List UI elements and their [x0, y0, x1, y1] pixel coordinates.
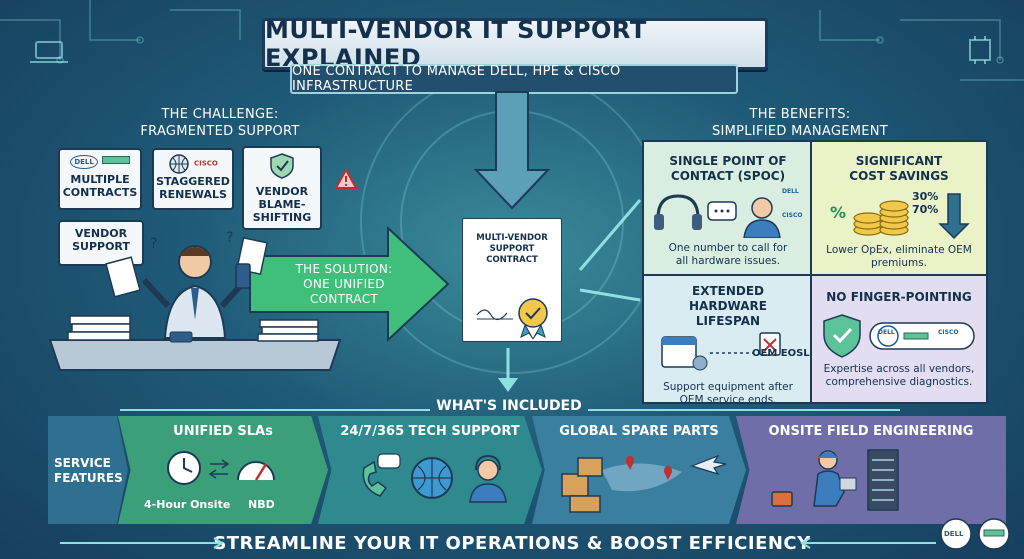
lifespan-eosl: OEM EOSL [752, 348, 810, 359]
savings-text: Lower OpEx, eliminate OEM premiums. [826, 244, 972, 269]
down-arrow [473, 91, 551, 210]
spoc-cisco-logo: CISCO [782, 212, 803, 219]
laptop-icon [30, 41, 68, 63]
lifespan-title: EXTENDED HARDWARE LIFESPAN [689, 284, 767, 328]
contract-document: MULTI-VENDOR SUPPORT CONTRACT [462, 218, 562, 342]
finger-dell-logo: DELL [878, 329, 895, 336]
footer-rule [60, 537, 936, 549]
solution-label-line2: ONE UNIFIED [303, 277, 385, 291]
savings-title: SIGNIFICANT COST SAVINGS [849, 154, 949, 183]
field-title: ONSITE FIELD ENGINEERING [768, 424, 974, 439]
corner-dell-logo: DELL [944, 530, 964, 538]
benefits-panel: SINGLE POINT OF CONTACT (SPOC) DELL CISC… [642, 140, 988, 410]
spoc-dell-logo: DELL [782, 188, 799, 195]
benefit-spoc: SINGLE POINT OF CONTACT (SPOC) DELL CISC… [642, 140, 814, 278]
svg-text:?: ? [150, 236, 157, 252]
card-staggered-renewals: CISCO STAGGERED RENEWALS [152, 148, 234, 210]
solution-label-line1: THE SOLUTION: [295, 262, 393, 276]
staggered-renewals-label: STAGGERED RENEWALS [156, 175, 230, 201]
feature-field: ONSITE FIELD ENGINEERING [736, 416, 1006, 524]
finger-title: NO FINGER-POINTING [826, 290, 972, 304]
cisco-logo: CISCO [193, 159, 218, 168]
feature-support: 24/7/365 TECH SUPPORT [318, 416, 542, 524]
solution-label: THE SOLUTION: ONE UNIFIED CONTRACT [294, 262, 394, 307]
corner-badges [940, 518, 1010, 550]
calendar-gear-icon [661, 332, 781, 371]
support-title: 24/7/365 TECH SUPPORT [340, 424, 520, 439]
finger-text: Expertise across all vendors, comprehens… [823, 363, 975, 388]
warning-icon [334, 168, 358, 189]
card-multiple-contracts: DELL MULTIPLE CONTRACTS [58, 148, 142, 210]
challenge-heading: THE CHALLENGE: FRAGMENTED SUPPORT [130, 106, 310, 140]
service-features-strip: SERVICE FEATURES UNIFIED SLAs 4-Hour Ons… [48, 416, 1006, 524]
lifespan-text: Support equipment after OEM service ends… [663, 381, 793, 406]
spoc-text: One number to call for all hardware issu… [668, 242, 788, 267]
spoc-title: SINGLE POINT OF CONTACT (SPOC) [669, 154, 787, 183]
included-heading-text: WHAT'S INCLUDED [436, 398, 582, 414]
included-heading: WHAT'S INCLUDED [434, 398, 584, 414]
benefits-heading-line1: THE BENEFITS: [749, 107, 851, 122]
benefits-heading: THE BENEFITS: SIMPLIFIED MANAGEMENT [700, 106, 900, 140]
subtitle-bar: ONE CONTRACT TO MANAGE DELL, HPE & CISCO… [290, 64, 738, 94]
dell-logo: DELL [70, 155, 98, 169]
service-features-line2: FEATURES [54, 471, 123, 485]
footer-text: STREAMLINE YOUR IT OPERATIONS & BOOST EF… [213, 532, 811, 554]
feature-sla: UNIFIED SLAs 4-Hour Onsite NBD [118, 416, 328, 524]
sla-title: UNIFIED SLAs [173, 424, 273, 439]
hpe-logo [101, 156, 130, 164]
benefits-heading-line2: SIMPLIFIED MANAGEMENT [711, 124, 889, 139]
stressed-worker-illustration: ? ? [48, 230, 342, 371]
savings-pct1: 30% [912, 190, 939, 203]
contract-document-title: MULTI-VENDOR SUPPORT CONTRACT [476, 233, 548, 265]
signature-seal-icon [476, 298, 548, 340]
multiple-contracts-label: MULTIPLE CONTRACTS [62, 173, 138, 199]
benefit-savings: SIGNIFICANT COST SAVINGS % 30% 70% Lower… [810, 140, 988, 278]
page-title: MULTI-VENDOR IT SUPPORT EXPLAINED [265, 16, 647, 72]
sla-right-label: NBD [248, 498, 275, 511]
boxes-map-plane-icon [561, 454, 727, 513]
globe-icon [169, 154, 189, 174]
field-engineer-icon [771, 449, 899, 511]
vendor-support-label: VENDOR SUPPORT [72, 227, 130, 253]
page-subtitle: ONE CONTRACT TO MANAGE DELL, HPE & CISCO… [292, 64, 621, 94]
svg-text:%: % [830, 203, 846, 222]
feature-parts: GLOBAL SPARE PARTS [532, 416, 746, 524]
shield-vendors-icon [823, 314, 975, 358]
benefit-lifespan: EXTENDED HARDWARE LIFESPAN OEM EOSL Supp… [642, 274, 814, 406]
chip-icon [969, 36, 991, 64]
shield-check-icon [270, 153, 294, 179]
phone-globe-headset-icon [362, 453, 507, 503]
footer-bar: STREAMLINE YOUR IT OPERATIONS & BOOST EF… [212, 530, 812, 556]
challenge-heading-line1: THE CHALLENGE: [161, 107, 279, 122]
vendor-blame-label: VENDOR BLAME-SHIFTING [252, 185, 312, 224]
savings-pct2: 70% [912, 203, 939, 216]
sla-left-label: 4-Hour Onsite [144, 498, 231, 511]
service-features-line1: SERVICE [54, 456, 111, 470]
headset-icon [654, 194, 781, 238]
benefit-finger: NO FINGER-POINTING DELL CISCO Expertise … [810, 274, 988, 404]
svg-text:?: ? [226, 230, 233, 246]
coins-icon: % [830, 193, 970, 240]
solution-arrow [249, 225, 450, 343]
service-features-tab: SERVICE FEATURES [48, 416, 128, 524]
parts-title: GLOBAL SPARE PARTS [559, 424, 719, 439]
card-vendor-blame: VENDOR BLAME-SHIFTING [242, 146, 322, 230]
finger-cisco-logo: CISCO [938, 329, 959, 336]
solution-label-line3: CONTRACT [309, 292, 379, 306]
challenge-heading-line2: FRAGMENTED SUPPORT [140, 124, 300, 139]
clock-speedometer-icon [167, 451, 275, 485]
